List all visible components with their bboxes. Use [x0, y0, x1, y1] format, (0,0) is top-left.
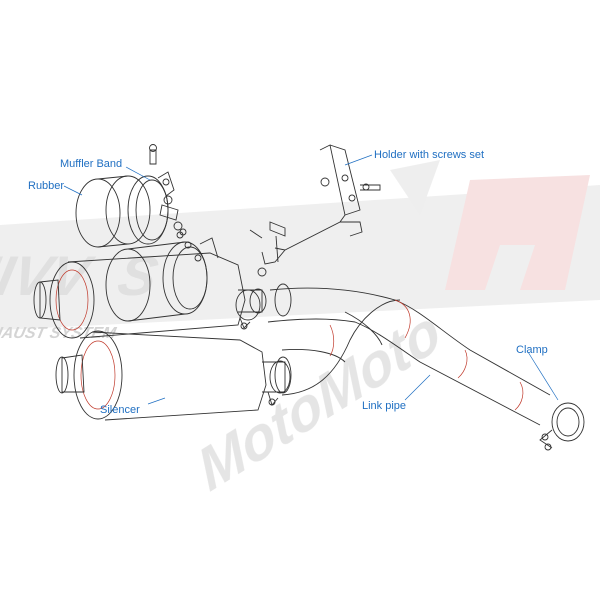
band-screws — [149, 144, 202, 262]
muffler-band-lower — [105, 231, 219, 322]
holder-bracket — [249, 144, 381, 277]
label-silencer: Silencer — [100, 404, 140, 416]
label-holder: Holder with screws set — [374, 149, 485, 161]
connection-clamps — [235, 289, 261, 330]
link-pipe — [267, 283, 551, 426]
upper-silencer — [33, 252, 267, 339]
leader-lines — [63, 154, 559, 405]
label-link-pipe: Link pipe — [362, 400, 407, 412]
label-rubber: Rubber — [28, 180, 65, 192]
lower-silencer — [55, 330, 291, 421]
label-muffler-band: Muffler Band — [60, 158, 123, 170]
clamp-part — [539, 402, 585, 451]
rubber-sleeve — [75, 175, 151, 248]
label-clamp: Clamp — [516, 344, 548, 356]
muffler-band-upper — [127, 171, 179, 245]
